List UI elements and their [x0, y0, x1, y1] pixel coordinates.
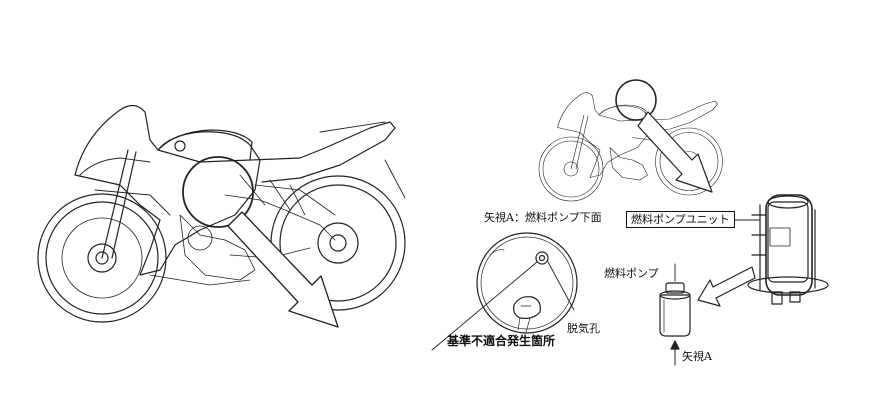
fuel-pump-unit-label: 燃料ポンプユニット — [626, 211, 735, 228]
breather-hole-mark — [535, 251, 549, 265]
big-arrow-small — [637, 111, 713, 193]
front-fairing — [74, 104, 261, 276]
breather-hole-label: 脱気孔 — [567, 322, 600, 335]
seat-tail — [249, 121, 396, 183]
fuel-pump-label: 燃料ポンプ — [604, 267, 659, 280]
engine-detail — [149, 174, 336, 286]
view-a-pump-bottom — [431, 232, 578, 351]
highlight-circle-small — [615, 79, 657, 121]
highlight-circle-large — [182, 156, 254, 228]
nonconformity-location-label: 基準不適合発生箇所 — [447, 334, 556, 348]
view-a-title-label: 矢視A：燃料ポンプ下面 — [484, 211, 602, 224]
motorcycle-large-illustration — [37, 104, 406, 328]
fuel-tank — [157, 129, 253, 163]
fuel-pump-unit-highlight — [765, 194, 813, 296]
big-arrow-large — [227, 211, 339, 328]
arrow-unit-to-pump — [697, 266, 756, 307]
view-a-arrow-label: 矢視A — [682, 350, 712, 363]
fuel-pump-unit-illustration — [697, 194, 829, 307]
front-fork — [101, 149, 137, 259]
fuel-pump-illustration — [659, 263, 691, 366]
front-wheel — [37, 193, 167, 323]
motorcycle-small-illustration — [538, 79, 723, 202]
